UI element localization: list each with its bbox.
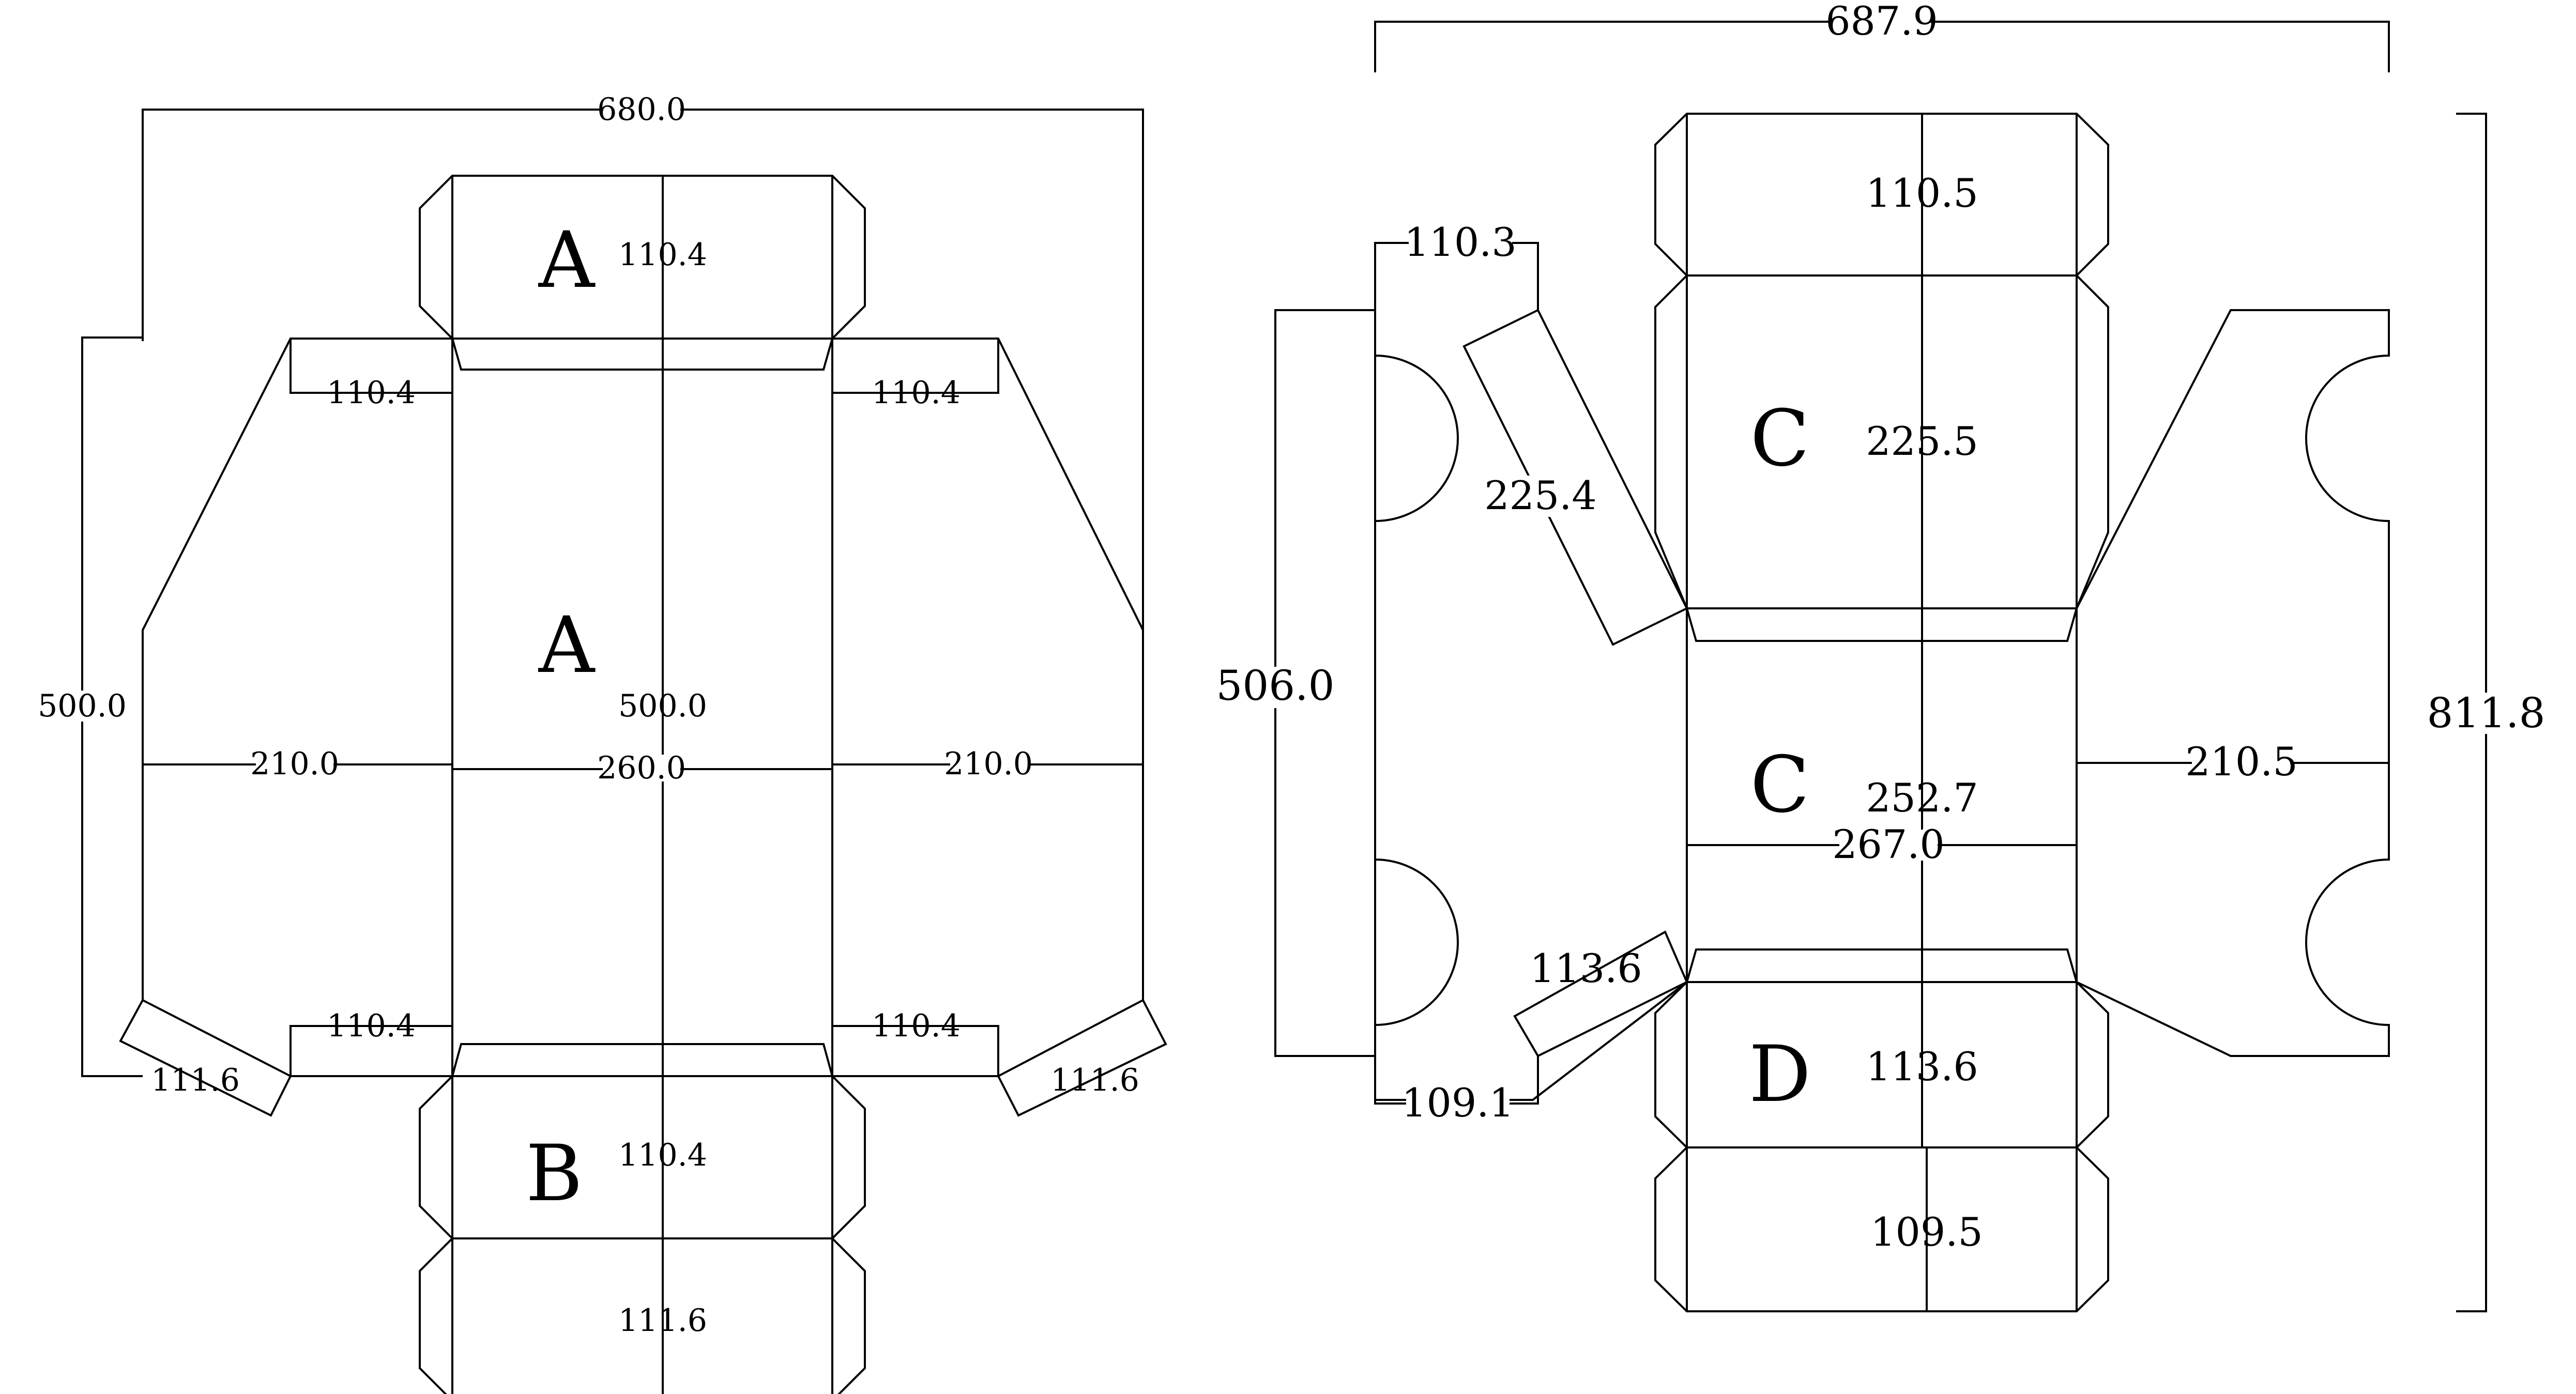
top-extension-label: 110.5 (1866, 170, 1978, 216)
slanted-upper-flap (1462, 309, 1688, 646)
left-height-label: 500.0 (38, 688, 127, 724)
bottom-tuck-flap (451, 1043, 833, 1077)
bottom-extension-outline (419, 1237, 866, 1394)
top-tuck-flap (451, 338, 833, 371)
center-panel-letter: C (1750, 740, 1810, 830)
upper-panel-letter: C (1750, 394, 1810, 484)
center-height-label: 500.0 (618, 688, 707, 724)
left-glue-tab (119, 1000, 292, 1117)
bottom-extension-label-right: 109.5 (1870, 1209, 1983, 1255)
right-bottom-flap-label: 110.4 (872, 1008, 961, 1044)
right-wing-outline (2076, 309, 2390, 1057)
lower-slant-flap-label: 113.6 (1530, 945, 1642, 991)
center-panel-label: 252.7 (1866, 775, 1978, 821)
left-width-label: 680.0 (597, 91, 686, 128)
left-top-flap-label: 110.4 (327, 375, 416, 411)
right-bottom-flap-dimension (832, 1025, 999, 1076)
slant-flap-label: 225.4 (1484, 472, 1597, 518)
lower-lid-panel-letter: D (1749, 1030, 1811, 1120)
top-lid-panel-letter: A (538, 216, 596, 305)
right-tab-label: 111.6 (1050, 1062, 1139, 1098)
lower-tuck-flap (1686, 948, 2078, 983)
left-height-label-right: 506.0 (1216, 662, 1334, 710)
left-bottom-flap-dimension (289, 1025, 452, 1076)
left-bottom-flap-label: 110.4 (327, 1008, 416, 1044)
left-tab-label: 111.6 (151, 1062, 240, 1098)
bottom-lid-panel-letter: B (526, 1129, 583, 1219)
lower-lid-label: 113.6 (1866, 1044, 1978, 1090)
top-lid-depth-label: 110.4 (618, 237, 707, 273)
upper-tuck-flap (1686, 608, 2078, 642)
left-box-net (81, 109, 1167, 1394)
center-width-label-right: 267.0 (1832, 821, 1945, 867)
bottom-extension-label: 111.6 (618, 1303, 707, 1339)
left-side-width-label: 210.0 (250, 746, 339, 782)
right-side-width-label-right: 210.5 (2185, 739, 2298, 785)
right-side-panel (832, 338, 1144, 1077)
right-side-width-label: 210.0 (944, 746, 1033, 782)
left-top-flap-dimension (289, 339, 452, 394)
left-side-panel (142, 338, 452, 1077)
main-panel-letter: A (538, 601, 596, 691)
center-width-label: 260.0 (597, 750, 686, 786)
flap-bottom-width-label: 109.1 (1401, 1080, 1514, 1126)
right-height-label: 811.8 (2427, 689, 2545, 737)
right-net-labels: 687.9 811.8 110.5 110.3 225.5 225.4 506.… (1216, 0, 2545, 1255)
right-top-flap-dimension (832, 339, 999, 394)
flap-top-width-label: 110.3 (1404, 219, 1517, 265)
right-glue-tab (997, 1000, 1167, 1117)
right-top-flap-label: 110.4 (872, 375, 961, 411)
right-width-label: 687.9 (1825, 0, 1938, 44)
bottom-lid-depth-label: 110.4 (618, 1137, 707, 1173)
left-net-labels: 680.0 110.4 110.4 110.4 500.0 500.0 210.… (38, 91, 1139, 1339)
upper-panel-label: 225.5 (1866, 418, 1978, 464)
